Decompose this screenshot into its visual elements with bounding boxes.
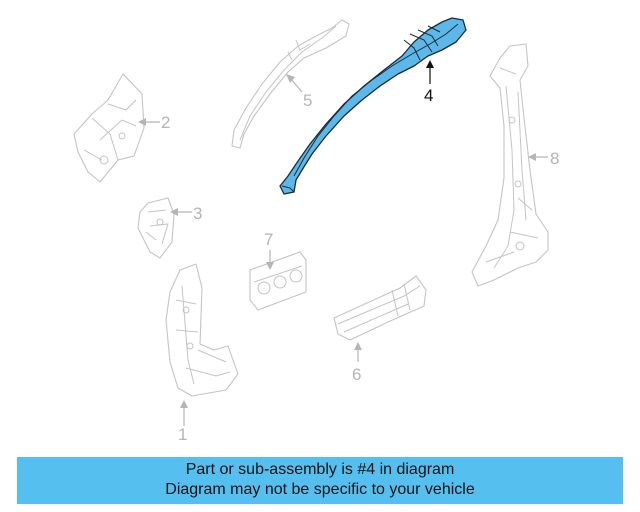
callout-3-label: 3 bbox=[193, 204, 202, 223]
part-6-rocker-sill[interactable] bbox=[333, 275, 427, 341]
part-8-b-pillar[interactable] bbox=[471, 43, 549, 287]
callout-7-label: 7 bbox=[264, 230, 273, 249]
part-5-roof-rail-reinforcement[interactable] bbox=[231, 19, 350, 149]
callout-7: 7 bbox=[264, 230, 274, 270]
callout-3: 3 bbox=[170, 204, 202, 223]
callout-8: 8 bbox=[528, 149, 559, 168]
banner-line-1: Part or sub-assembly is #4 in diagram bbox=[185, 461, 455, 478]
callout-4: 4 bbox=[424, 60, 434, 105]
callout-2: 2 bbox=[138, 113, 170, 132]
part-1-hinge-pillar[interactable] bbox=[165, 263, 239, 397]
callout-1: 1 bbox=[178, 400, 188, 444]
callout-1-label: 1 bbox=[178, 425, 187, 444]
callout-8-label: 8 bbox=[550, 149, 559, 168]
info-banner: Part or sub-assembly is #4 in diagram Di… bbox=[17, 457, 623, 504]
callout-5: 5 bbox=[286, 74, 312, 110]
callout-6: 6 bbox=[352, 342, 362, 384]
part-2-front-pillar-upper[interactable] bbox=[73, 73, 145, 183]
callout-5-label: 5 bbox=[303, 91, 312, 110]
callout-6-label: 6 bbox=[352, 365, 361, 384]
callout-2-label: 2 bbox=[161, 113, 170, 132]
parts-diagram: 1 2 3 4 5 6 7 8 bbox=[73, 17, 559, 444]
part-7-inner-panel[interactable] bbox=[249, 251, 307, 311]
part-3-gusset[interactable] bbox=[137, 197, 175, 259]
part-4-roof-side-inner-rail[interactable] bbox=[279, 17, 467, 195]
banner-line-2: Diagram may not be specific to your vehi… bbox=[165, 481, 475, 498]
callout-4-label: 4 bbox=[424, 86, 433, 105]
